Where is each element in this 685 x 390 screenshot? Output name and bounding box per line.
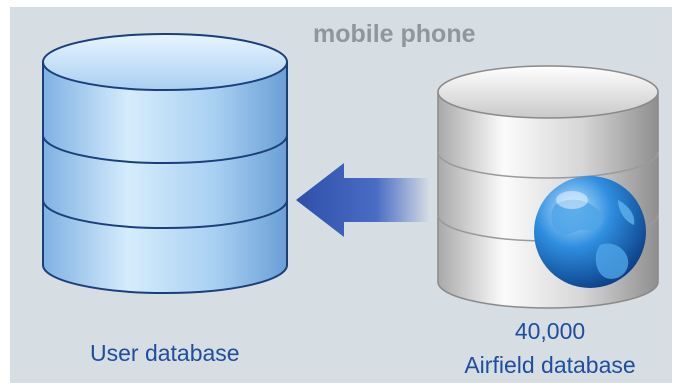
user-database-icon bbox=[42, 33, 288, 294]
user-database-label: User database bbox=[90, 340, 240, 366]
header-title: mobile phone bbox=[313, 20, 476, 48]
transfer-arrow-icon bbox=[296, 163, 430, 237]
globe-icon bbox=[534, 176, 646, 288]
airfield-database-label: Airfield database bbox=[464, 352, 636, 378]
airfield-count-label: 40,000 bbox=[514, 318, 586, 344]
